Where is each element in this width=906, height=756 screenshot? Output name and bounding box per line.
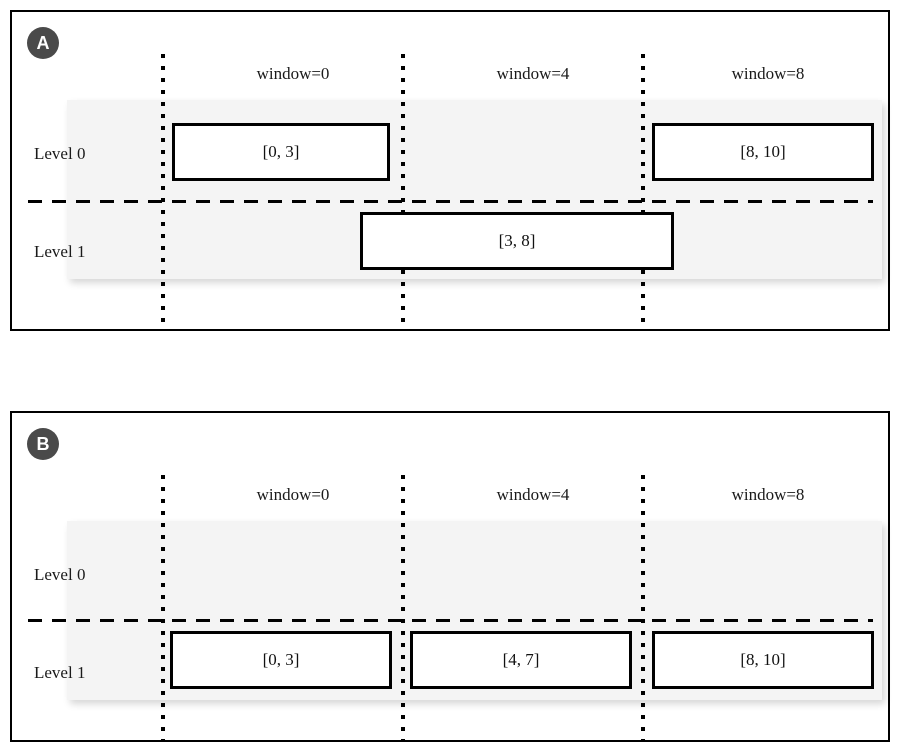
panel-b-run-level1-window0[interactable]: [0, 3]	[170, 631, 392, 689]
panel-a-window-divider-4	[401, 54, 405, 329]
panel-b-run-level1-window4[interactable]: [4, 7]	[410, 631, 632, 689]
panel-b-level-0-label: Level 0	[34, 565, 86, 584]
panel-b-run-level1-window8[interactable]: [8, 10]	[652, 631, 874, 689]
panel-b-header-window-0: window=0	[256, 485, 330, 504]
panel-a-header-window-4: window=4	[496, 64, 570, 83]
panel-b-level-separator	[28, 619, 873, 622]
panel-b-window-divider-4	[401, 475, 405, 742]
panel-a-run-level1-window4[interactable]: [3, 8]	[360, 212, 674, 270]
panel-a-run-level0-window8[interactable]: [8, 10]	[652, 123, 874, 181]
panel-b-header-window-8: window=8	[731, 485, 805, 504]
panel-a-window-divider-0	[161, 54, 165, 329]
transition-group: Strict window compaction, window = 4	[0, 336, 906, 736]
panel-a-run-level0-window0[interactable]: [0, 3]	[172, 123, 390, 181]
panel-b-badge: B	[27, 428, 59, 460]
panel-a-header-window-8: window=8	[731, 64, 805, 83]
panel-b-header-window-4: window=4	[496, 485, 570, 504]
panel-a-badge: A	[27, 27, 59, 59]
panel-a-header-window-0: window=0	[256, 64, 330, 83]
panel-b: B window=0 window=4 window=8 Level 0 Lev…	[10, 411, 890, 742]
panel-a-level-1-label: Level 1	[34, 242, 86, 261]
panel-a-level-separator	[28, 200, 873, 203]
panel-a: A window=0 window=4 window=8 Level 0 Lev…	[10, 10, 890, 331]
panel-b-level-1-label: Level 1	[34, 663, 86, 682]
panel-b-window-divider-8	[641, 475, 645, 742]
panel-a-level-0-label: Level 0	[34, 144, 86, 163]
panel-b-window-divider-0	[161, 475, 165, 742]
panel-a-window-divider-8	[641, 54, 645, 329]
